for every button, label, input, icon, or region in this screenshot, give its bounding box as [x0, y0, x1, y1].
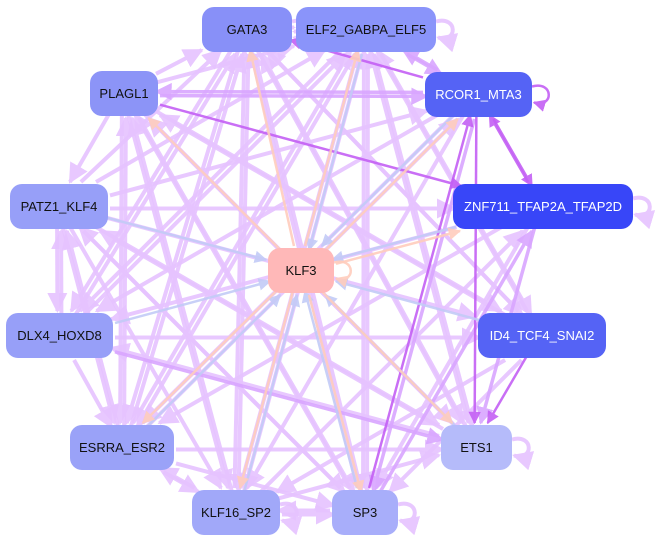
edge-elf2-to-esrra: [135, 52, 357, 429]
edge-klf3-to-ets1: [320, 290, 454, 424]
edge-rcor1-to-klf3: [320, 114, 455, 247]
node-plagl1[interactable]: PLAGL1: [90, 71, 158, 116]
edge-patz1-to-klf16: [68, 225, 223, 490]
edge-esrra-to-plagl1: [115, 116, 136, 428]
node-dlx4[interactable]: DLX4_HOXD8: [6, 313, 113, 358]
node-label: KLF3: [285, 263, 317, 278]
edge-id4-to-ets1: [486, 355, 528, 425]
edge-gata3-to-dlx4: [69, 48, 233, 313]
edge-dlx4-to-klf3: [114, 278, 272, 325]
edge-rcor1-to-elf2: [401, 48, 439, 72]
node-sp3[interactable]: SP3: [332, 490, 398, 535]
edge-dlx4-to-gata3: [73, 52, 237, 317]
edge-znf711-to-rcor1: [488, 113, 530, 183]
edge-elf2-to-elf2: [435, 18, 459, 53]
edge-plagl1-to-patz1: [68, 113, 111, 184]
edge-klf3-to-rcor1: [324, 118, 459, 251]
edge-rcor1-to-dlx4: [94, 113, 439, 313]
node-esrra[interactable]: ESRRA_ESR2: [70, 425, 174, 470]
node-klf3[interactable]: KLF3: [268, 248, 334, 293]
edge-ets1-to-ets1: [511, 436, 535, 471]
edge-plagl1-to-gata3: [155, 48, 204, 76]
edge-dlx4-to-ets1: [114, 350, 445, 445]
node-label: SP3: [352, 505, 378, 520]
edge-klf3-to-sp3: [307, 294, 365, 494]
node-label: ETS1: [460, 440, 493, 455]
edge-plagl1-to-sp3: [137, 117, 356, 494]
node-label: PATZ1_KLF4: [20, 199, 98, 214]
node-gata3[interactable]: GATA3: [202, 7, 292, 52]
edge-gata3-to-ets1: [255, 49, 464, 425]
edge-klf3-to-klf16: [236, 290, 295, 490]
edge-plagl1-to-rcor1: [159, 87, 429, 106]
edge-id4-to-klf3: [334, 278, 481, 322]
node-label: ESRRA_ESR2: [79, 440, 165, 455]
edge-rcor1-to-ets1: [468, 114, 481, 425]
edge-patz1-to-rcor1: [109, 105, 429, 198]
edge-patz1-to-klf3: [105, 216, 268, 263]
edge-znf711-to-sp3: [374, 225, 530, 490]
edge-sp3-to-elf2: [353, 48, 374, 489]
edge-znf711-to-znf711: [632, 195, 656, 230]
node-znf711[interactable]: ZNF711_TFAP2A_TFAP2D: [453, 184, 633, 229]
edge-klf3-to-elf2: [303, 48, 362, 247]
edge-znf711-to-klf3: [330, 225, 457, 263]
edge-sp3-to-znf711: [378, 229, 534, 493]
node-label: ELF2_GABPA_ELF5: [305, 22, 427, 37]
node-label: ID4_TCF4_SNAI2: [489, 328, 595, 343]
edge-klf3-to-znf711: [335, 227, 462, 265]
edge-plagl1-to-znf711: [159, 103, 463, 190]
edge-esrra-to-klf3: [145, 294, 282, 428]
edge-plagl1-to-klf16: [126, 113, 233, 490]
node-id4[interactable]: ID4_TCF4_SNAI2: [478, 313, 606, 358]
edge-sp3-to-klf3: [301, 289, 359, 489]
node-klf16[interactable]: KLF16_SP2: [192, 490, 280, 535]
node-elf2[interactable]: ELF2_GABPA_ELF5: [296, 7, 436, 52]
node-label: RCOR1_MTA3: [435, 87, 522, 102]
edge-klf3-to-gata3: [246, 48, 296, 247]
edge-klf3-to-esrra: [141, 290, 278, 424]
edge-klf16-to-gata3: [232, 48, 255, 489]
node-label: ZNF711_TFAP2A_TFAP2D: [464, 199, 622, 214]
node-label: DLX4_HOXD8: [17, 328, 102, 343]
node-label: KLF16_SP2: [200, 505, 272, 520]
edge-plagl1-to-id4: [154, 109, 503, 313]
edge-rcor1-to-plagl1: [154, 82, 424, 101]
edge-rcor1-to-rcor1: [531, 84, 550, 112]
edge-klf16-to-esrra: [157, 466, 196, 490]
node-ets1[interactable]: ETS1: [441, 425, 512, 470]
edge-ets1-to-dlx4: [109, 342, 440, 438]
edge-patz1-to-ets1: [94, 225, 441, 427]
edge-klf3-to-plagl1: [147, 117, 282, 251]
edge-sp3-to-sp3: [397, 501, 421, 536]
node-label: GATA3: [226, 22, 268, 37]
edge-sp3-to-rcor1: [367, 113, 474, 489]
edge-klf16-to-klf3: [242, 293, 301, 493]
node-rcor1[interactable]: RCOR1_MTA3: [425, 72, 532, 117]
edge-elf2-to-sp3: [357, 53, 378, 494]
edge-znf711-to-esrra: [157, 225, 503, 425]
edge-elf2-to-klf3: [305, 53, 364, 252]
edge-rcor1-to-znf711: [492, 118, 534, 188]
node-patz1[interactable]: PATZ1_KLF4: [10, 184, 108, 229]
node-label: PLAGL1: [99, 86, 149, 101]
